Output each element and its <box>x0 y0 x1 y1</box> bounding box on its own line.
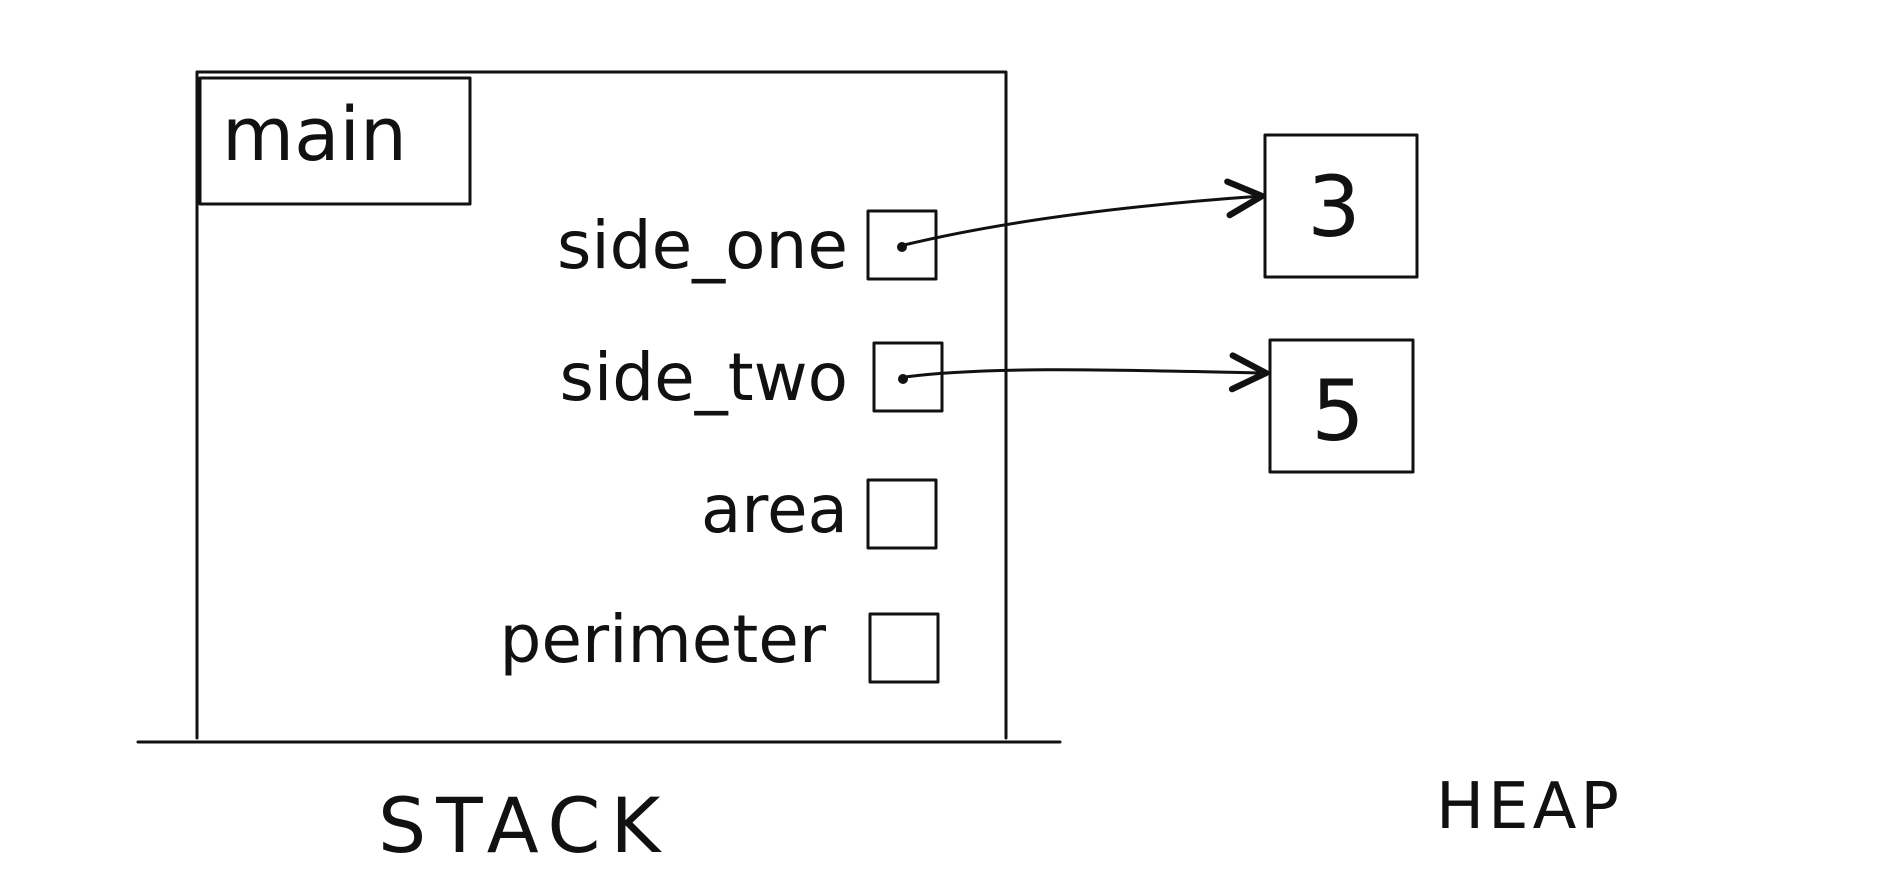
variable-name: area <box>701 471 848 548</box>
variable-name: side_one <box>557 207 848 284</box>
heap-object-box <box>1268 338 1415 474</box>
variable-area: area <box>701 471 938 550</box>
stack-label: STACK <box>378 781 670 870</box>
variable-side-one: side_one <box>557 207 938 284</box>
heap-label: HEAP <box>1436 770 1623 844</box>
stack-region: main side_one side_two area perimeter ST… <box>136 70 1062 870</box>
variable-name: side_two <box>560 339 848 416</box>
variable-name: perimeter <box>500 601 827 678</box>
heap-object-2: 5 <box>1268 338 1415 474</box>
heap-region: 3 5 HEAP <box>1263 133 1623 844</box>
variable-slot <box>866 478 938 550</box>
variable-slot <box>872 341 944 413</box>
pointer-arrow-side-one <box>902 178 1266 247</box>
stack-frame-box <box>195 70 1008 740</box>
frame-label-box <box>198 76 472 206</box>
variable-perimeter: perimeter <box>500 601 940 684</box>
heap-object-1: 3 <box>1263 133 1419 279</box>
variable-side-two: side_two <box>560 339 944 416</box>
variable-slot <box>866 209 938 281</box>
frame-name: main <box>222 92 407 178</box>
variable-slot <box>868 612 940 684</box>
heap-object-value: 5 <box>1311 362 1364 460</box>
pointer-arrows <box>902 178 1270 393</box>
heap-object-value: 3 <box>1307 158 1360 256</box>
pointer-arrow-side-two <box>903 352 1270 393</box>
frame-label-tab: main <box>198 76 472 206</box>
